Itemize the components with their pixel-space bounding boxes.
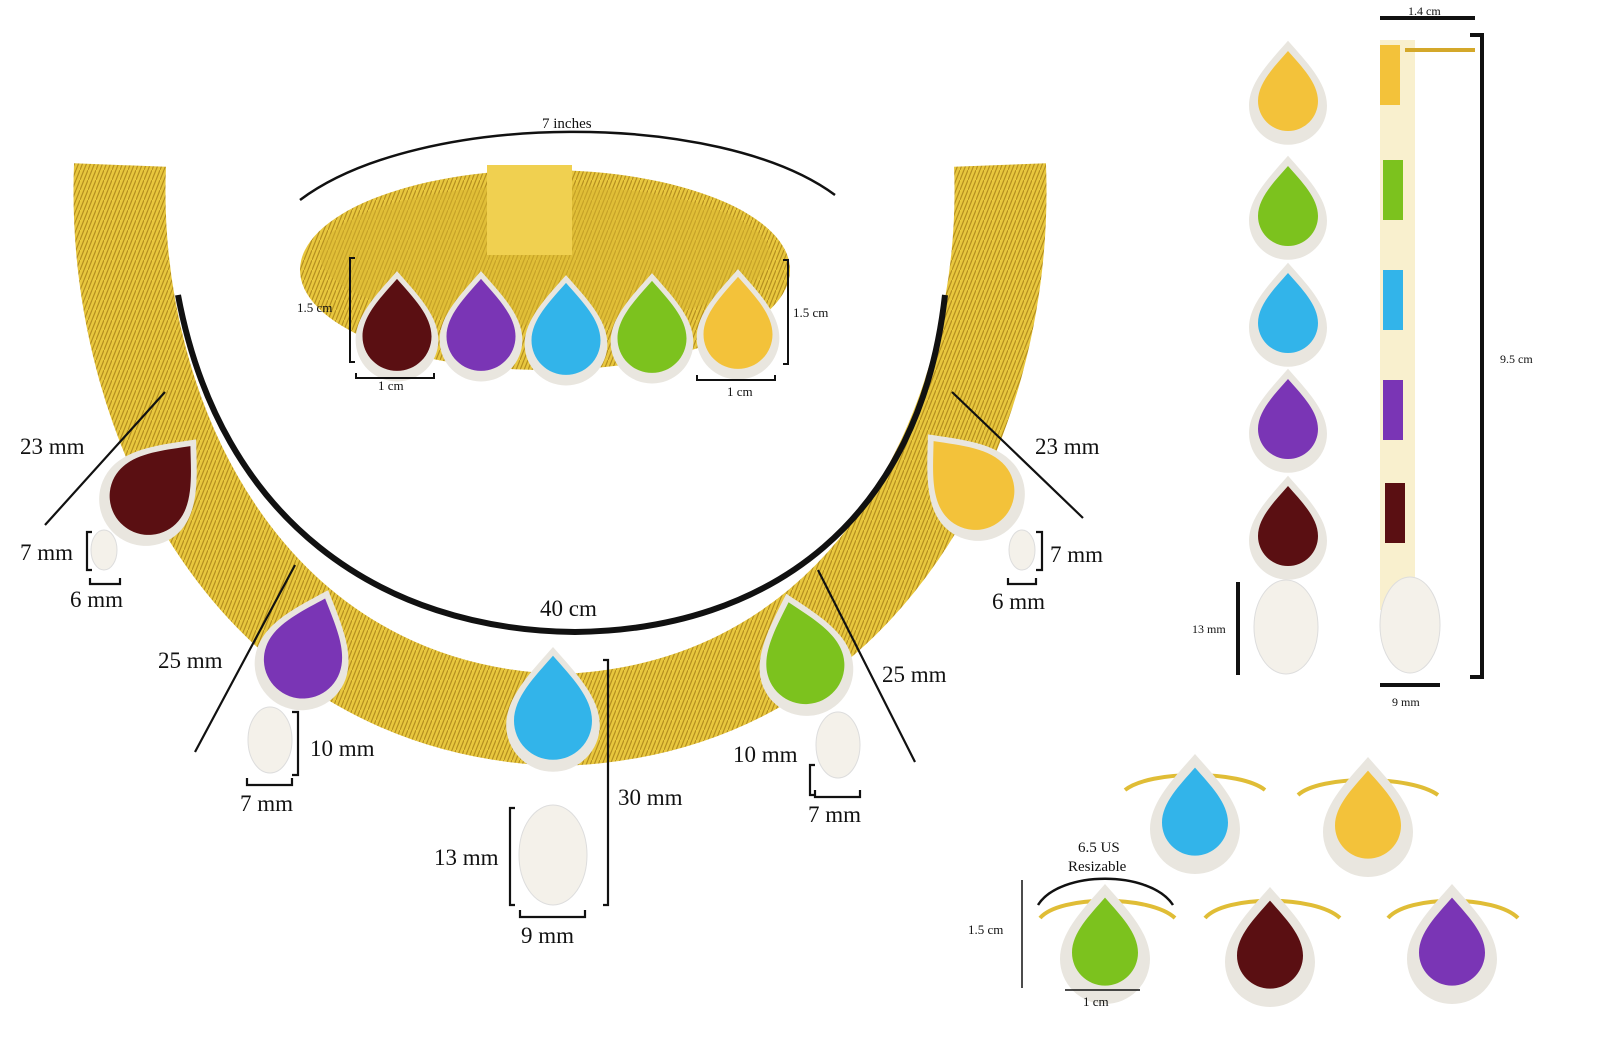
- necklace-gems: [80, 404, 1044, 906]
- earring-length-label: 9.5 cm: [1500, 352, 1533, 366]
- pearl-drop: [518, 804, 588, 906]
- right-inner-gem-label: 25 mm: [882, 662, 947, 687]
- right-outer-drop-height: 7 mm: [1050, 542, 1104, 567]
- right-inner-drop-width: 7 mm: [808, 802, 862, 827]
- ring-resizable-label: Resizable: [1068, 859, 1127, 875]
- bracelet-gem-width-right: 1 cm: [727, 384, 753, 399]
- pearl-drop: [90, 529, 118, 571]
- bracelet: [299, 130, 836, 386]
- rings: [1021, 754, 1520, 1007]
- ring-width-label: 1 cm: [1083, 994, 1109, 1009]
- earring-pearl-height: 13 mm: [1192, 622, 1226, 636]
- bracelet-gem-width-left: 1 cm: [378, 378, 404, 393]
- left-inner-drop-height: 10 mm: [310, 736, 375, 761]
- ring-size-label: 6.5 US: [1078, 840, 1120, 856]
- necklace-length-label: 40 cm: [540, 596, 597, 621]
- left-outer-drop-width: 6 mm: [70, 587, 124, 612]
- pearl-drop: [815, 711, 861, 779]
- earring-width-label: 1.4 cm: [1408, 4, 1441, 18]
- bracelet-length-label: 7 inches: [542, 116, 592, 132]
- left-inner-gem-label: 25 mm: [158, 648, 223, 673]
- pearl-drop: [1008, 529, 1036, 571]
- left-inner-drop-width: 7 mm: [240, 791, 294, 816]
- bracelet-height-label-right: 1.5 cm: [793, 305, 829, 320]
- left-outer-drop-height: 7 mm: [20, 540, 74, 565]
- necklace-dimension-lines: [44, 391, 1084, 919]
- center-drop-width: 9 mm: [521, 923, 575, 948]
- ring-height-label: 1.5 cm: [968, 922, 1004, 937]
- pearl-drop: [247, 706, 293, 774]
- earrings: [1236, 16, 1484, 687]
- right-outer-drop-width: 6 mm: [992, 589, 1046, 614]
- right-outer-gem-label: 23 mm: [1035, 434, 1100, 459]
- earring-pearl-width: 9 mm: [1392, 695, 1420, 709]
- bracelet-length-arc: [299, 130, 836, 202]
- necklace-length-arc: [175, 294, 948, 636]
- bracelet-height-label-left: 1.5 cm: [297, 300, 333, 315]
- left-outer-gem-label: 23 mm: [20, 434, 85, 459]
- right-inner-drop-height: 10 mm: [733, 742, 798, 767]
- center-total-label: 30 mm: [618, 785, 683, 810]
- center-drop-height: 13 mm: [434, 845, 499, 870]
